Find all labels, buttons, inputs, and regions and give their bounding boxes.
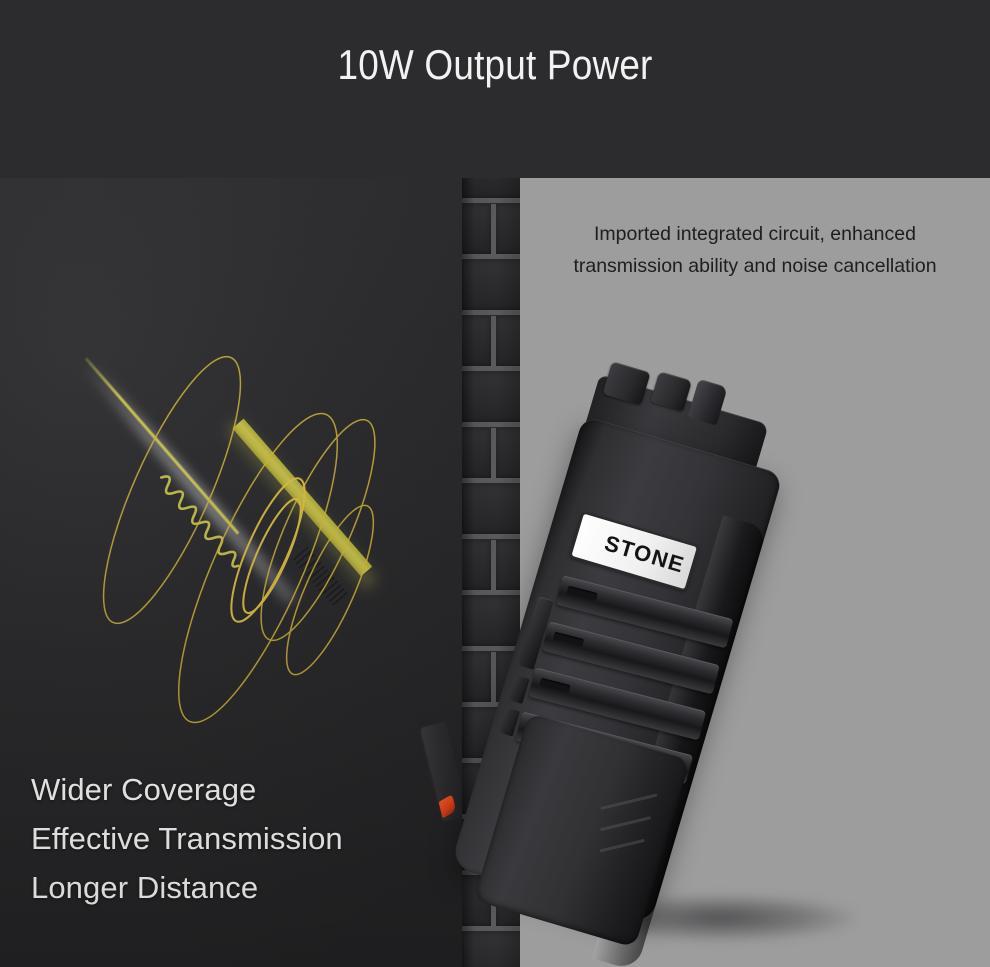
mortar-vertical [491, 204, 496, 254]
mortar-vertical [491, 540, 496, 590]
mortar-horizontal [462, 254, 520, 259]
mortar-horizontal [462, 702, 520, 707]
mortar-vertical [491, 428, 496, 478]
brick [462, 260, 520, 310]
caption-line-2: transmission ability and noise cancellat… [573, 255, 937, 277]
brick [496, 316, 520, 366]
header-band: 10W Output Power [0, 0, 990, 178]
brick-row [462, 428, 520, 484]
mortar-horizontal [462, 478, 520, 483]
brick [462, 428, 491, 478]
brick-row [462, 540, 520, 596]
brick [496, 428, 520, 478]
brick [462, 484, 520, 534]
mortar-horizontal [462, 422, 520, 427]
mortar-horizontal [462, 310, 520, 315]
brick [496, 204, 520, 254]
mortar-vertical [491, 316, 496, 366]
brick-row [462, 178, 520, 204]
brick-row [462, 932, 520, 967]
brick [496, 540, 520, 590]
signal-illustration-panel: Wider Coverage Effective Transmission Lo… [0, 178, 462, 967]
brick-row [462, 316, 520, 372]
brick [462, 178, 520, 198]
headline-line-3: Longer Distance [31, 870, 259, 905]
brick [462, 372, 520, 422]
brick-row [462, 204, 520, 260]
battery-line [600, 793, 658, 810]
antenna-coil-icon [150, 467, 248, 575]
brand-name: STONE [601, 530, 688, 578]
mortar-horizontal [462, 534, 520, 539]
feature-caption: Imported integrated circuit, enhanced tr… [520, 218, 990, 282]
mortar-horizontal [462, 366, 520, 371]
mortar-horizontal [462, 590, 520, 595]
page-title: 10W Output Power [337, 41, 653, 88]
battery-line [599, 816, 652, 832]
brick-row [462, 484, 520, 540]
signal-wave-rings-icon [102, 355, 376, 724]
brick-row [462, 372, 520, 428]
brick-row [462, 260, 520, 316]
battery-line [599, 838, 645, 853]
brick [462, 652, 491, 702]
mortar-vertical [491, 652, 496, 702]
headline-line-1: Wider Coverage [31, 772, 257, 807]
brick [462, 932, 520, 967]
mortar-horizontal [462, 926, 520, 931]
headline-line-2: Effective Transmission [31, 821, 343, 856]
brick-row [462, 596, 520, 652]
brick [462, 596, 520, 646]
feature-headline: Wider Coverage Effective Transmission Lo… [31, 765, 343, 912]
mortar-horizontal [462, 646, 520, 651]
mortar-horizontal [462, 198, 520, 203]
brick [462, 540, 491, 590]
brick [462, 316, 491, 366]
brick [462, 204, 491, 254]
caption-line-1: Imported integrated circuit, enhanced [594, 223, 916, 245]
